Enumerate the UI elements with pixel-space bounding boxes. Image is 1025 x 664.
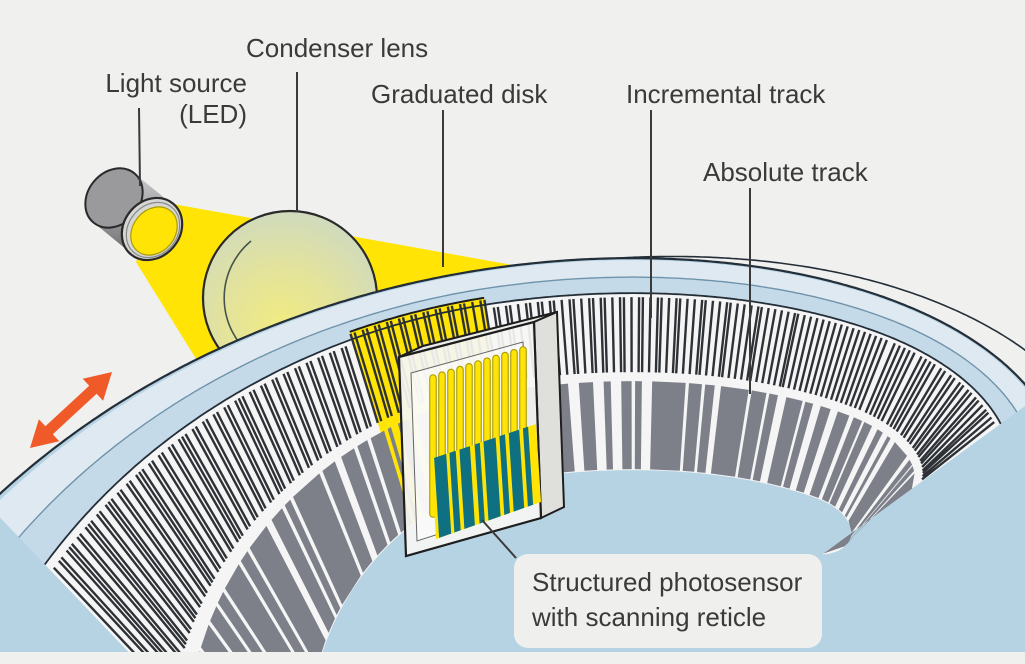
label-light-source: Light source (LED) [40,68,247,130]
photosensor-box [397,310,566,558]
rotation-arrow [30,372,112,448]
led-light-source [84,167,184,262]
leader-light-source [138,107,141,187]
label-graduated-disk: Graduated disk [371,79,548,109]
label-photosensor-line2: with scanning reticle [532,602,767,632]
label-absolute-track: Absolute track [703,157,868,187]
label-condenser-lens: Condenser lens [246,33,429,63]
label-light-source-line2: (LED) [179,99,247,129]
label-incremental-track: Incremental track [626,79,826,109]
label-photosensor-line1: Structured photosensor [532,567,803,597]
label-light-source-line1: Light source [105,68,247,98]
sensor-teal-bars [434,426,534,538]
disk-far-edge-line [615,255,1025,352]
reticle-slits [430,347,526,517]
label-structured-photosensor: Structured photosensor with scanning ret… [514,554,823,648]
leader-photosensor [481,519,517,559]
absolute-track-bars [199,381,915,652]
